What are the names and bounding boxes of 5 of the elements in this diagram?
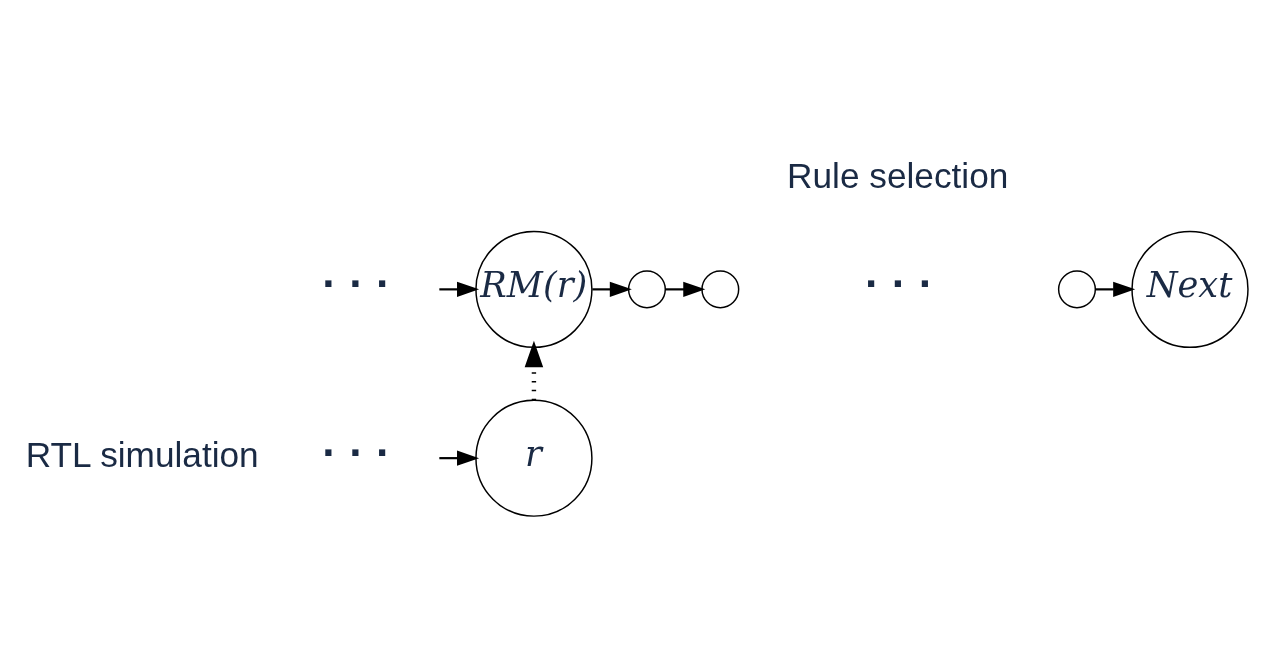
label: · · ·: [322, 258, 391, 308]
label: · · ·: [864, 258, 934, 308]
label: Rule selection: [787, 155, 1009, 195]
label: · · ·: [322, 427, 391, 477]
label: RTL simulation: [25, 434, 259, 474]
